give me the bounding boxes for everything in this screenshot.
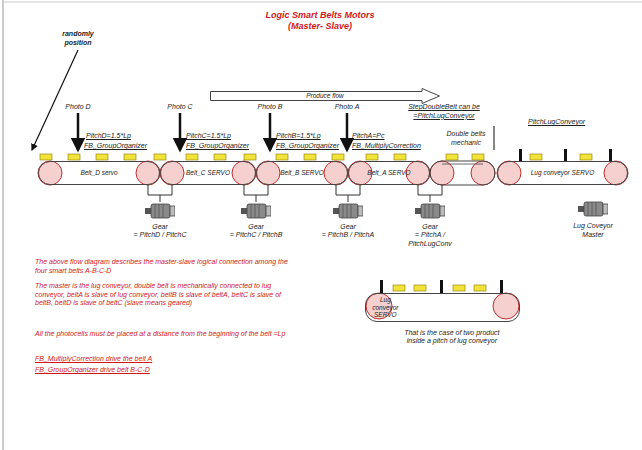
belt-conveyor: Belt_D servo — [38, 161, 160, 185]
function-block-label: FB_GroupOrganizer — [84, 142, 147, 151]
lug-conveyor: Lug conveyor SERVO — [497, 161, 628, 185]
part-label: Gear — [328, 223, 368, 232]
node-label: Belt_B SERVO — [280, 169, 324, 177]
dimension-label: PitchD=1.5*Lp — [86, 132, 131, 141]
dimension-label: PitchLugConveyor — [528, 118, 585, 127]
flow-arrow: Produce flow — [210, 88, 440, 104]
note-label: randomly position — [52, 30, 104, 47]
node-label: Belt_C SERVO — [186, 169, 230, 177]
belt-conveyor: Belt_C SERVO — [160, 161, 256, 185]
node-label: Lug conveyor SERVO — [531, 169, 594, 177]
formula-label: = PitchB / PitchA — [318, 231, 378, 240]
note-text: FB_MultiplyCorrection drive the belt A — [35, 355, 152, 364]
node-label: Lug conveyor SERVO — [366, 296, 405, 319]
note-label: StepDoubleBelt can be =PitchLugConveyor — [398, 103, 490, 120]
note-text: All the photocells must be placed at a d… — [35, 330, 300, 339]
function-block-label: FB_GroupOrganizer — [276, 142, 339, 151]
function-block-label: FB_MultiplyCorrection — [352, 142, 421, 151]
formula-label: = PitchC / PitchB — [226, 231, 286, 240]
dimension-label: PitchA=Pc — [352, 132, 385, 141]
sensor-label: Photo B — [255, 103, 285, 112]
title: Logic Smart Belts Motors (Master- Slave) — [250, 10, 390, 32]
note-text: The master is the lug conveyor, double b… — [35, 282, 300, 308]
node-label: Belt_A SERVO — [367, 169, 410, 177]
note-text: The above flow diagram describes the mas… — [35, 258, 300, 275]
formula-label: = PitchA / PitchLugConv — [400, 231, 460, 248]
node-label: Produce flow — [306, 92, 344, 100]
node-label: Belt_D servo — [80, 169, 117, 177]
function-block-label: FB_GroupOrganizer — [186, 142, 249, 151]
note-text: FB_GroupOrganizer drive belt B-C-D — [35, 366, 150, 375]
sensor-label: Photo A — [332, 103, 362, 112]
belt-conveyor: Belt_A SERVO — [348, 161, 430, 185]
part-label: Double belts mechanic — [440, 130, 492, 147]
lug-conveyor: Lug conveyor SERVOThat is the case of tw… — [365, 293, 520, 322]
sensor-label: Photo C — [165, 103, 195, 112]
caption-text: That is the case of two product inside a… — [395, 329, 509, 344]
part-label: Gear — [140, 223, 180, 232]
dimension-label: PitchC=1.5*Lp — [186, 132, 231, 141]
sensor-label: Photo D — [63, 103, 93, 112]
part-label: Gear — [236, 223, 276, 232]
dimension-label: PitchB=1.5*Lp — [276, 132, 321, 141]
part-label: Gear — [410, 223, 450, 232]
formula-label: = PitchD / PitchC — [130, 231, 190, 240]
belt-conveyor: Belt_B SERVO — [256, 161, 348, 185]
part-label: Lug Coveyor Master — [568, 222, 618, 239]
